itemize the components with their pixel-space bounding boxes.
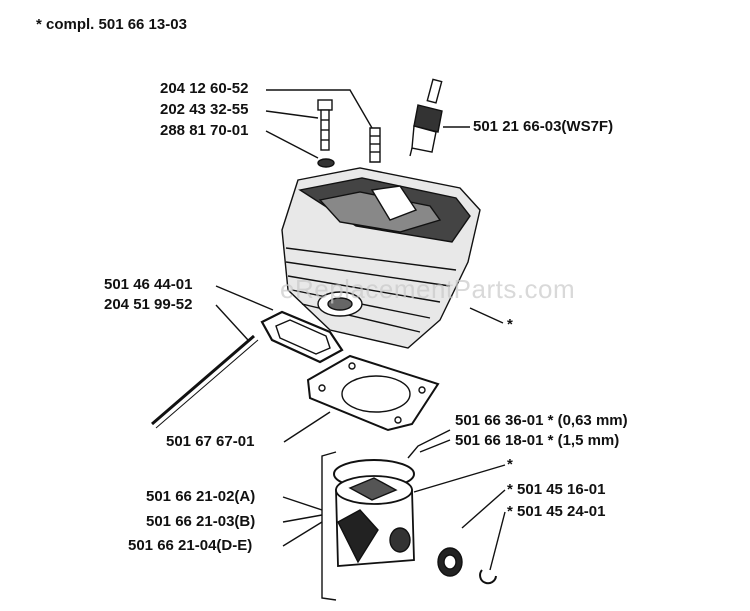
piston-pin-icon bbox=[437, 547, 463, 577]
leader-stud bbox=[215, 304, 249, 341]
part-label-decomp-valve: 501 46 44-01 bbox=[104, 276, 193, 293]
part-label-ring-b: 501 66 18-01 * (1,5 mm) bbox=[455, 432, 620, 449]
part-label-piston-c: 501 66 21-04(D-E) bbox=[128, 537, 253, 554]
part-label-washer: 288 81 70-01 bbox=[160, 122, 249, 139]
part-label-gasket: 501 67 67-01 bbox=[166, 433, 255, 450]
leader-piston-c bbox=[282, 521, 323, 547]
watermark: eReplacementParts.com bbox=[280, 274, 576, 304]
part-label-cylinder-star: * bbox=[507, 316, 513, 333]
flange-gasket-icon bbox=[260, 310, 344, 364]
piston-bracket bbox=[321, 451, 337, 601]
screw-icon bbox=[317, 99, 333, 151]
leader-piston-a bbox=[282, 496, 323, 511]
part-label-pin: * 501 45 16-01 bbox=[507, 481, 606, 498]
leader-pin bbox=[461, 489, 506, 529]
leader-bolt-mid bbox=[265, 110, 319, 119]
cylinder-icon bbox=[281, 167, 481, 349]
part-label-ring-a: 501 66 36-01 * (0,63 mm) bbox=[455, 412, 628, 429]
part-label-bolt-top: 204 12 60-52 bbox=[160, 80, 249, 97]
part-label-piston-b: 501 66 21-03(B) bbox=[146, 513, 256, 530]
piston-icon bbox=[335, 475, 415, 567]
part-label-stud: 204 51 99-52 bbox=[104, 296, 193, 313]
leader-circlip bbox=[489, 511, 506, 571]
leader-piston-b bbox=[282, 514, 323, 523]
leader-cylinder bbox=[469, 307, 504, 324]
part-label-bolt-mid: 202 43 32-55 bbox=[160, 101, 249, 118]
part-label-spark-plug: 501 21 66-03(WS7F) bbox=[473, 118, 614, 135]
part-label-circlip: * 501 45 24-01 bbox=[507, 503, 606, 520]
compl-note: * compl. 501 66 13-03 bbox=[36, 16, 187, 33]
base-gasket-icon bbox=[306, 354, 440, 432]
washer-icon bbox=[317, 158, 335, 168]
circlip-icon bbox=[479, 569, 497, 585]
leader-rings-2 bbox=[419, 439, 451, 453]
leader-decomp-valve bbox=[215, 285, 274, 311]
spark-plug-icon bbox=[409, 78, 443, 157]
part-label-piston-star: * bbox=[507, 456, 513, 473]
leader-bolt-top bbox=[266, 89, 373, 129]
leader-washer bbox=[265, 130, 319, 159]
leader-gasket bbox=[283, 411, 331, 443]
leader-piston-star bbox=[413, 464, 506, 493]
leader-rings bbox=[407, 429, 451, 459]
stud-icon bbox=[151, 334, 259, 429]
cylinder-bolt-icon bbox=[369, 127, 381, 163]
part-label-piston-a: 501 66 21-02(A) bbox=[146, 488, 256, 505]
